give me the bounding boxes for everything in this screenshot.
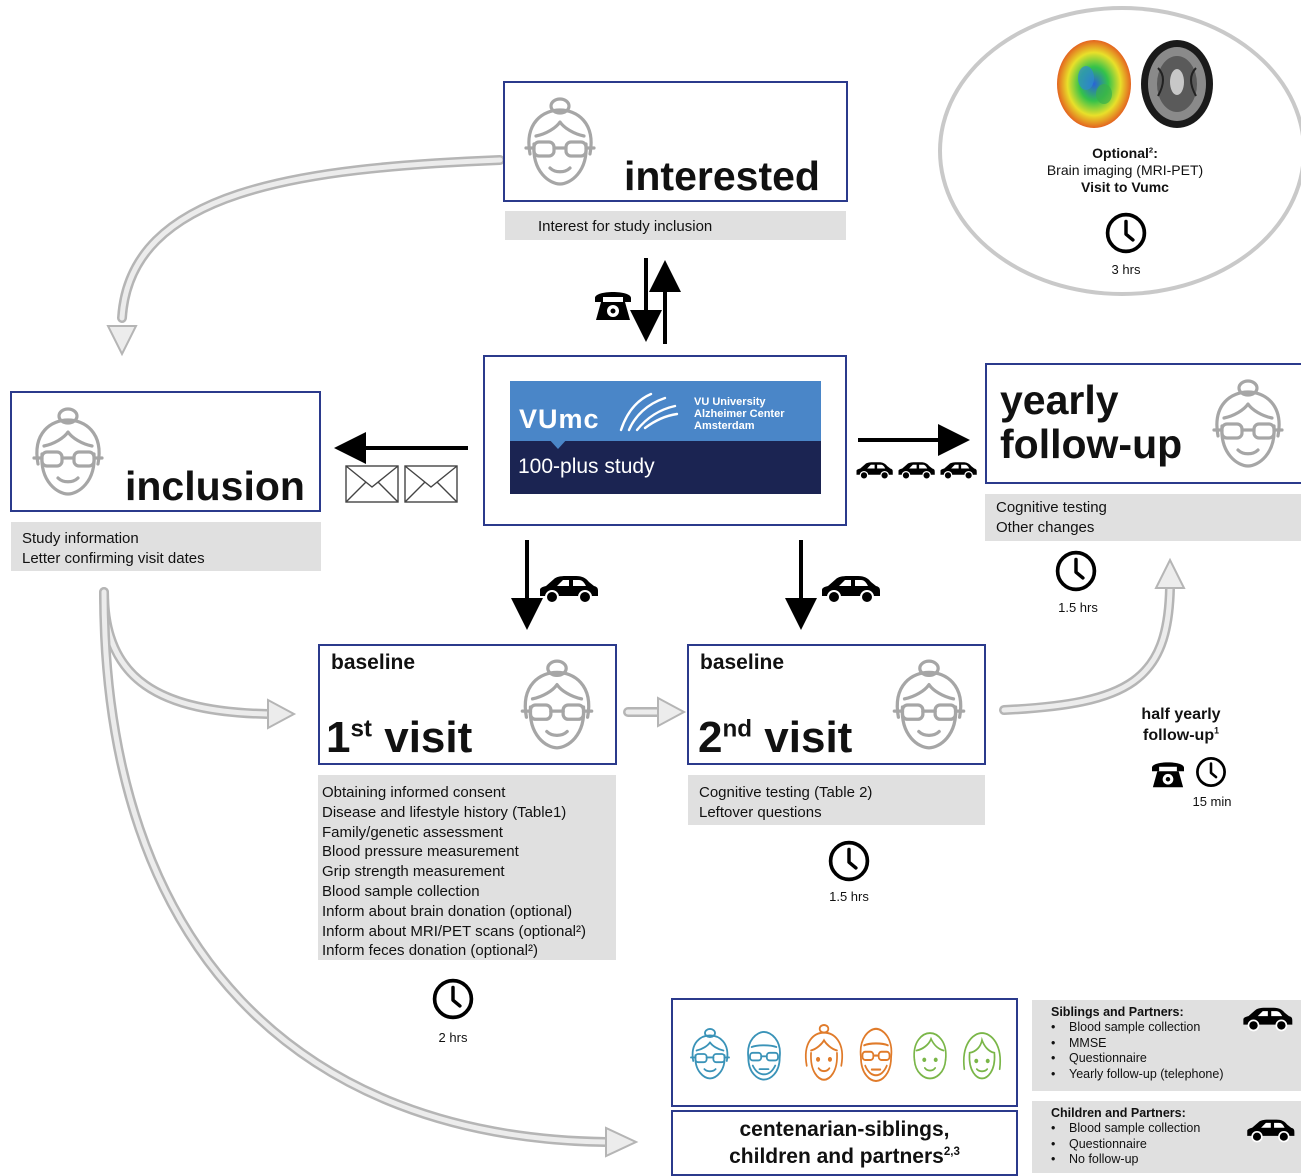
logo-org-text: VU University Alzheimer Center Amsterdam (694, 396, 785, 432)
halfyearly-title: half yearly follow-up1 (1141, 706, 1221, 744)
children-title: Children and Partners: (1051, 1106, 1186, 1120)
elderly-face-icon (1198, 374, 1298, 474)
elderly-face-icon (506, 654, 608, 756)
brain-scan-pet-icon (1057, 40, 1131, 128)
brain-scan-mri-icon (1141, 40, 1213, 128)
inclusion-title: inclusion (125, 463, 305, 509)
halfyearly-duration: 15 min (1192, 794, 1232, 809)
logo-vumc-text: VUmc (519, 404, 600, 434)
visit2-title: 2nd visit (698, 713, 853, 762)
yearly-details: Cognitive testing Other changes (985, 494, 1301, 541)
logo-bottom (510, 441, 821, 494)
arrow-interested-to-inclusion (117, 155, 505, 323)
elderly-face-icon (510, 92, 610, 192)
interested-subtitle: Interest for study inclusion (505, 211, 846, 240)
siblings-item: Questionnaire (1051, 1051, 1301, 1067)
children-item: Blood sample collection (1051, 1121, 1301, 1137)
family-woman-icon (797, 1018, 851, 1088)
visit2-label: baseline (700, 651, 785, 674)
logo-top (510, 381, 821, 441)
visit1-label: baseline (331, 651, 416, 674)
interested-title: interested (624, 153, 820, 199)
siblings-panel: Siblings and Partners: Blood sample coll… (1032, 1000, 1301, 1091)
siblings-title: Siblings and Partners: (1051, 1005, 1184, 1019)
siblings-item: MMSE (1051, 1036, 1301, 1052)
study-name: 100-plus study (518, 455, 655, 478)
visit1-title: 1st visit (326, 713, 473, 762)
imaging-duration: 3 hrs (1111, 262, 1141, 277)
family-title: centenarian-siblings, children and partn… (729, 1118, 960, 1168)
visit2-duration: 1.5 hrs (829, 889, 869, 904)
elderly-face-icon (878, 654, 980, 756)
imaging-text: Optional2: Brain imaging (MRI-PET) Visit… (1046, 145, 1204, 195)
family-man-icon (849, 1018, 903, 1088)
car-icon (938, 461, 978, 481)
arrow-inclusion-to-visit1 (99, 587, 273, 719)
yearly-box (985, 363, 1301, 484)
family-title-box (671, 1110, 1018, 1176)
car-icon (536, 574, 600, 606)
elderly-face-icon (18, 402, 118, 502)
car-icon (818, 574, 882, 606)
clock-icon (826, 838, 872, 884)
yearly-duration: 1.5 hrs (1058, 600, 1098, 615)
interested-box (503, 81, 848, 202)
clock-icon (1103, 210, 1149, 256)
inclusion-details: Study information Letter confirming visi… (11, 522, 321, 571)
family-grandpa-icon (736, 1022, 792, 1086)
logo-swoosh-icon (619, 392, 679, 432)
siblings-item: Yearly follow-up (telephone) (1051, 1067, 1301, 1083)
yearly-title: yearly follow-up (1000, 377, 1183, 467)
visit1-duration: 2 hrs (438, 1030, 468, 1045)
telephone-icon (1150, 757, 1186, 789)
visit1-details: Obtaining informed consent Disease and l… (318, 775, 616, 960)
logo-notch (548, 438, 568, 449)
car-icon (896, 461, 936, 481)
children-item: Questionnaire (1051, 1137, 1301, 1153)
telephone-icon (593, 286, 633, 322)
visit2-details: Cognitive testing (Table 2) Leftover que… (688, 775, 985, 825)
car-icon (854, 461, 894, 481)
siblings-item: Blood sample collection (1051, 1020, 1301, 1036)
family-boy-icon (904, 1022, 956, 1086)
car-icon (1240, 1006, 1294, 1033)
car-icon (1244, 1118, 1296, 1144)
envelope-icon (345, 465, 399, 503)
clock-icon (1194, 755, 1228, 789)
children-item: No follow-up (1051, 1152, 1301, 1168)
envelope-icon (404, 465, 458, 503)
family-faces-box (671, 998, 1018, 1107)
clock-icon (430, 976, 476, 1022)
family-grandma-icon (682, 1022, 738, 1086)
family-girl-icon (956, 1022, 1008, 1086)
clock-icon (1053, 548, 1099, 594)
